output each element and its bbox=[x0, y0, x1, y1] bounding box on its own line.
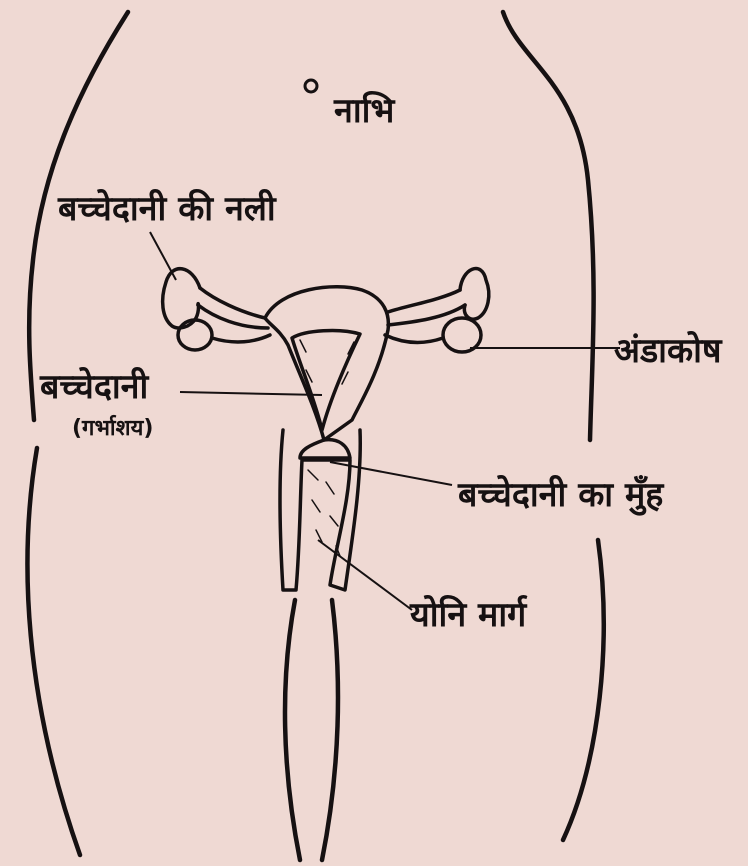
label-uterus-alt: (गर्भाशय) bbox=[72, 418, 153, 440]
label-uterus: बच्चेदानी bbox=[40, 370, 148, 404]
label-ovary: अंडाकोष bbox=[614, 334, 722, 368]
left-leg-inner-outline bbox=[285, 600, 300, 860]
right-fimbria bbox=[460, 269, 489, 320]
leader-uterus bbox=[180, 392, 322, 395]
label-cervix: बच्चेदानी का मुँह bbox=[458, 478, 663, 512]
right-ovary bbox=[443, 318, 481, 352]
label-fallopian-tube: बच्चेदानी की नली bbox=[58, 192, 276, 226]
cervix-outline bbox=[300, 440, 350, 458]
left-ovarian-ligament bbox=[212, 335, 270, 342]
right-leg-inner-outline bbox=[322, 600, 338, 860]
label-navel: नाभि bbox=[334, 94, 394, 128]
navel-mark bbox=[305, 80, 317, 92]
left-thigh-outline bbox=[27, 448, 80, 855]
right-thigh-outline bbox=[563, 540, 604, 840]
right-ovarian-ligament bbox=[385, 335, 443, 342]
left-ovary bbox=[178, 320, 212, 350]
label-vagina: योनि मार्ग bbox=[410, 598, 526, 632]
right-tube-upper bbox=[388, 290, 460, 312]
leader-tube bbox=[150, 232, 176, 280]
right-torso-outline bbox=[503, 12, 594, 440]
